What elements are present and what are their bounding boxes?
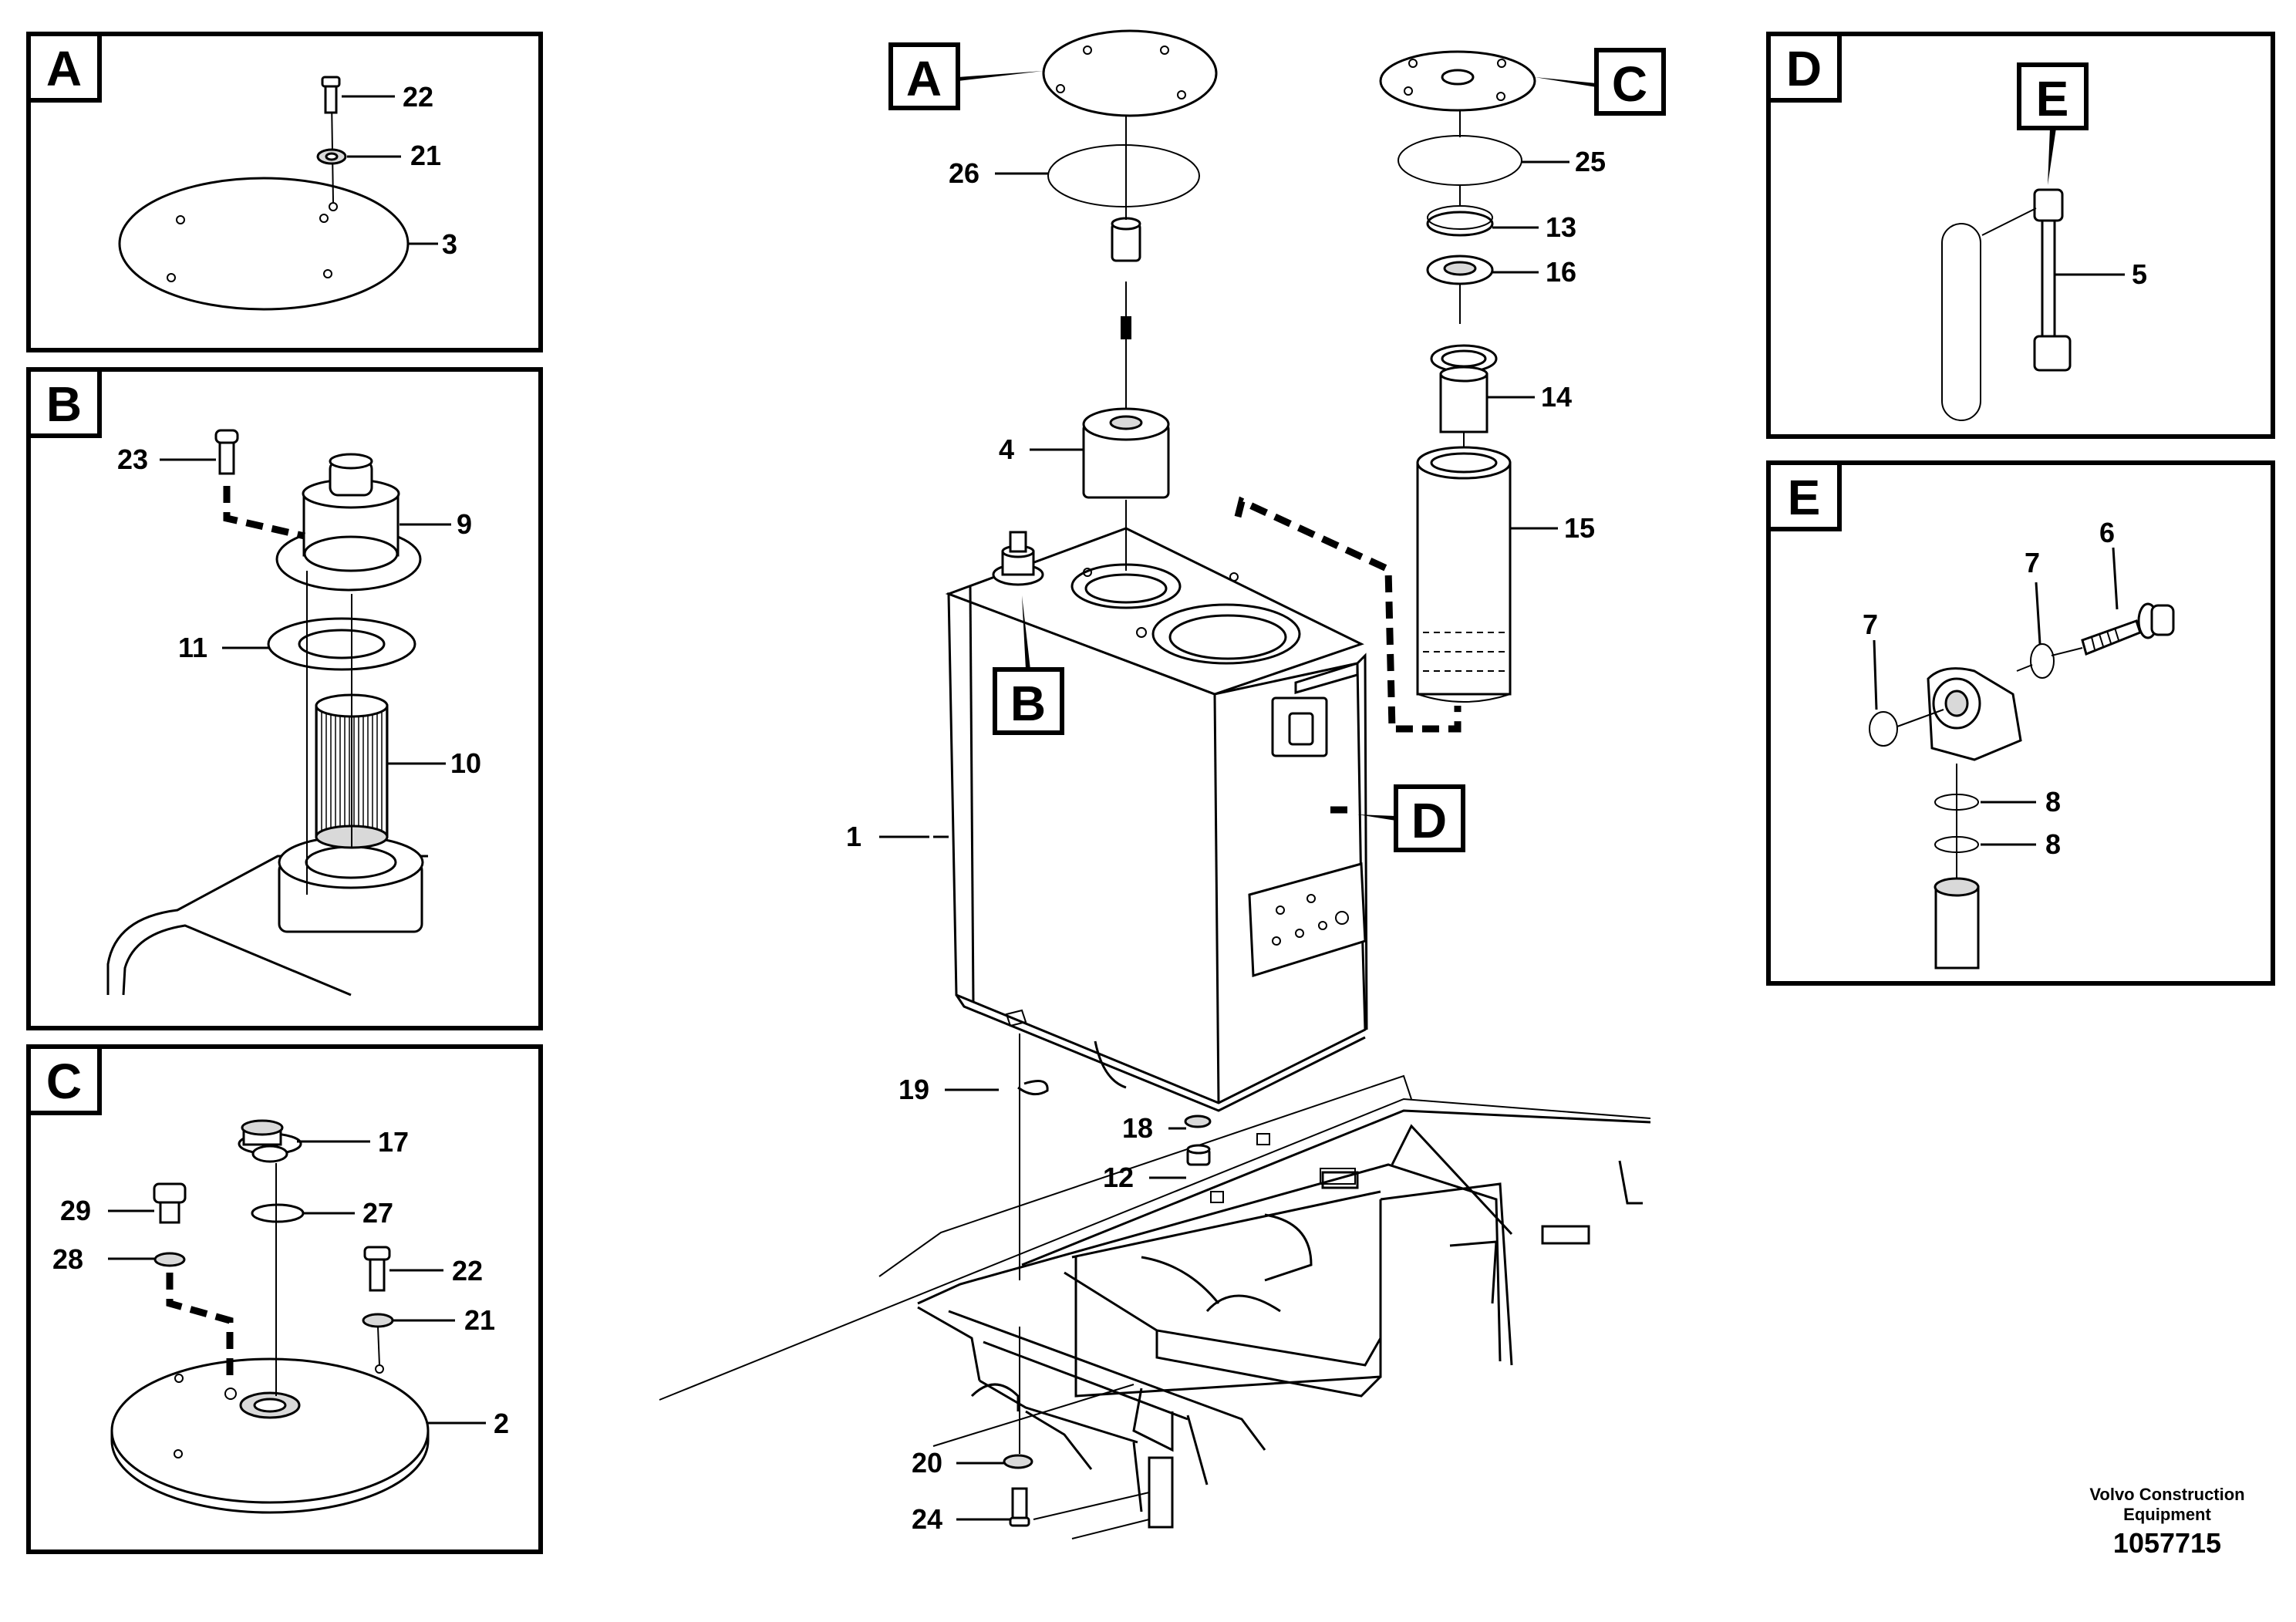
- callout-4: 4: [999, 433, 1014, 465]
- callout-28: 28: [52, 1243, 83, 1275]
- detail-panel-d: D E 5: [1766, 32, 2275, 439]
- callout-22-a: 22: [403, 81, 433, 113]
- detail-panel-c: C 17 27 29 28 22 21 2: [26, 1044, 543, 1554]
- ref-box-e: E: [2036, 71, 2069, 126]
- callout-3: 3: [442, 228, 457, 260]
- callout-25: 25: [1575, 146, 1606, 177]
- callout-27: 27: [362, 1197, 393, 1229]
- callout-11: 11: [178, 632, 207, 663]
- detail-panel-e: E 6 7 7 8 8: [1766, 460, 2275, 986]
- detail-panel-a: A 22 21 3: [26, 32, 543, 352]
- callout-18: 18: [1122, 1112, 1153, 1144]
- callout-7-right: 7: [2025, 547, 2040, 578]
- drawing-number: 1057715: [2113, 1527, 2221, 1559]
- callout-21-a: 21: [410, 140, 441, 171]
- callout-7-left: 7: [1863, 609, 1878, 640]
- callout-9: 9: [457, 508, 472, 540]
- company-name-line1: Volvo Construction: [2089, 1485, 2244, 1504]
- callout-19: 19: [899, 1074, 929, 1105]
- company-name-line2: Equipment: [2123, 1505, 2211, 1524]
- detail-panel-d-label: D: [1786, 41, 1822, 96]
- detail-panel-b-label: B: [46, 376, 82, 432]
- detail-panel-b: B 23 9 11 10: [26, 367, 543, 1030]
- callout-29: 29: [60, 1195, 91, 1226]
- callout-8-lower: 8: [2045, 828, 2061, 860]
- callout-14: 14: [1541, 381, 1572, 413]
- callout-8-upper: 8: [2045, 786, 2061, 818]
- callout-23: 23: [117, 443, 148, 475]
- callout-10: 10: [450, 747, 481, 779]
- callout-17: 17: [378, 1126, 409, 1158]
- detail-panel-a-label: A: [46, 41, 82, 96]
- callout-22-c: 22: [452, 1255, 483, 1286]
- callout-16: 16: [1546, 256, 1576, 288]
- callout-6: 6: [2099, 517, 2115, 548]
- ref-box-d: D: [1411, 793, 1447, 848]
- ref-box-c: C: [1612, 56, 1647, 112]
- callout-24: 24: [912, 1503, 942, 1535]
- drawing-footer: Volvo Construction Equipment 1057715: [2089, 1485, 2244, 1559]
- callout-12: 12: [1103, 1162, 1134, 1193]
- ref-box-b: B: [1010, 676, 1046, 731]
- callout-5: 5: [2132, 258, 2147, 290]
- callout-15: 15: [1564, 512, 1595, 544]
- detail-panel-c-label: C: [46, 1054, 82, 1109]
- detail-panel-e-label: E: [1788, 470, 1821, 525]
- callout-21-c: 21: [464, 1304, 495, 1336]
- main-assembly: 1 4 26 25 13 16 14 15 19 18 12 20 24 A C…: [659, 29, 1666, 1539]
- callout-2: 2: [494, 1408, 509, 1439]
- callout-20: 20: [912, 1447, 942, 1479]
- ref-box-a: A: [906, 51, 942, 106]
- callout-1: 1: [846, 821, 861, 852]
- callout-26: 26: [949, 157, 979, 189]
- callout-13: 13: [1546, 211, 1576, 243]
